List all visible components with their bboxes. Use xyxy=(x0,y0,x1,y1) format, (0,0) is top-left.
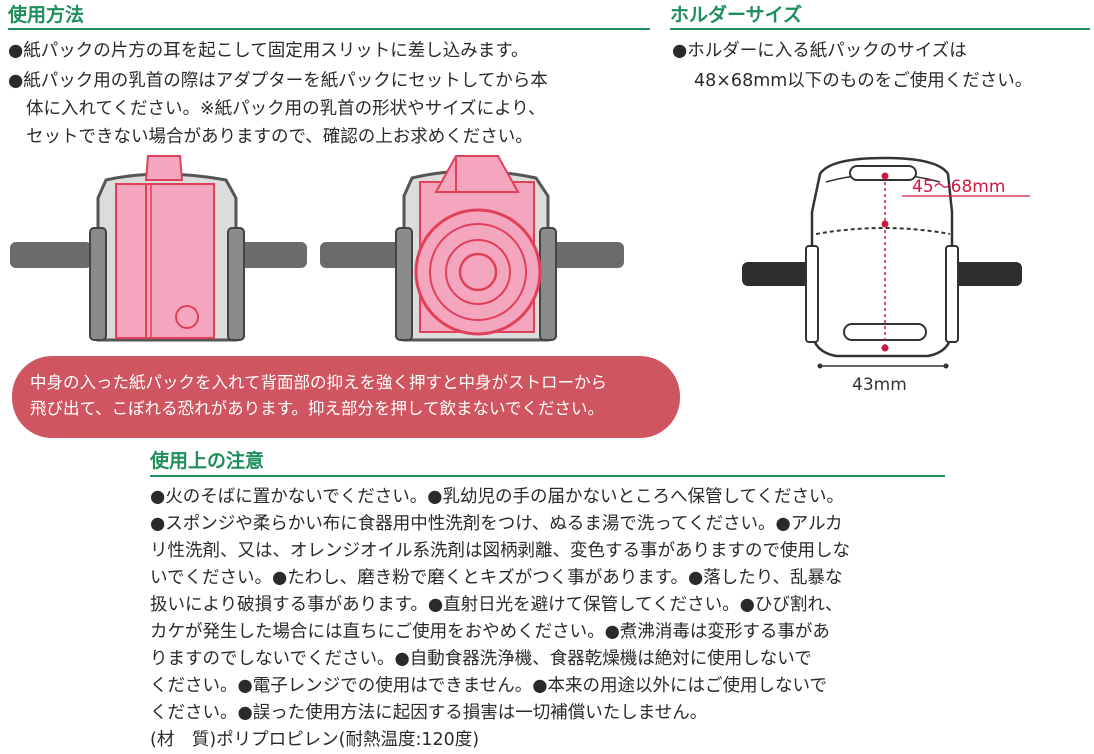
caution-line-4: いでください。●たわし、磨き粉で磨くとキズがつく事があります。●落したり、乱暴な xyxy=(150,568,843,588)
usage-line-4: セットできない場合がありますので、確認の上お求めください。 xyxy=(26,127,533,147)
dimension-height-label: 45～68mm xyxy=(912,177,1006,197)
dimension-width-label: 43mm xyxy=(852,375,907,395)
warning-banner: 中身の入った紙パックを入れて背面部の抑えを強く押すと中身がストローから 飛び出て… xyxy=(12,356,680,438)
holder-line-2: 48×68mm以下のものをご使用ください。 xyxy=(694,71,1033,91)
caution-line-1: ●火のそばに置かないでください。●乳幼児の手の届かないところへ保管してください。 xyxy=(150,487,844,507)
material-line: (材 質)ポリプロピレン(耐熱温度:120度) xyxy=(150,730,480,750)
caution-line-8: ください。●電子レンジでの使用はできません。●本来の用途以外にはご使用しないで xyxy=(150,676,827,696)
holder-dimension-diagram xyxy=(742,156,1030,369)
usage-line-1: ●紙パックの片方の耳を起こして固定用スリットに差し込みます。 xyxy=(8,41,529,61)
holder-with-pack-illustration xyxy=(10,155,307,342)
usage-heading-rule xyxy=(8,28,650,30)
usage-line-2: ●紙パック用の乳首の際はアダプターを紙パックにセットしてから本 xyxy=(8,71,548,91)
usage-heading: 使用方法 xyxy=(8,4,85,26)
caution-line-6: カケが発生した場合には直ちにご使用をおやめください。●煮沸消毒は変形する事があ xyxy=(150,622,830,642)
holder-line-1: ●ホルダーに入る紙パックのサイズは xyxy=(672,41,967,61)
caution-line-5: 扱いにより破損する事があります。●直射日光を避けて保管してください。●ひび割れ、 xyxy=(150,595,843,615)
holder-with-adapter-illustration xyxy=(320,155,624,342)
caution-line-3: リ性洗剤、又は、オレンジオイル系洗剤は図柄剥離、変色する事がありますので使用しな xyxy=(150,541,850,561)
usage-line-3: 体に入れてください。※紙パック用の乳首の形状やサイズにより、 xyxy=(26,99,546,119)
cautions-heading-rule xyxy=(150,475,945,477)
warning-line-2: 飛び出て、こぼれる恐れがあります。抑え部分を押して飲まないでください。 xyxy=(30,399,605,418)
holder-heading-rule xyxy=(670,28,1090,30)
warning-line-1: 中身の入った紙パックを入れて背面部の抑えを強く押すと中身がストローから xyxy=(30,373,608,392)
holder-heading: ホルダーサイズ xyxy=(670,4,803,26)
cautions-heading: 使用上の注意 xyxy=(150,450,265,472)
caution-line-9: ください。●誤った使用方法に起因する損害は一切補償いたしません。 xyxy=(150,703,708,723)
caution-line-2: ●スポンジや柔らかい布に食器用中性洗剤をつけ、ぬるま湯で洗ってください。●アルカ xyxy=(150,514,843,534)
caution-line-7: りますのでしないでください。●自動食器洗浄機、食器乾燥機は絶対に使用しないで xyxy=(150,649,812,669)
